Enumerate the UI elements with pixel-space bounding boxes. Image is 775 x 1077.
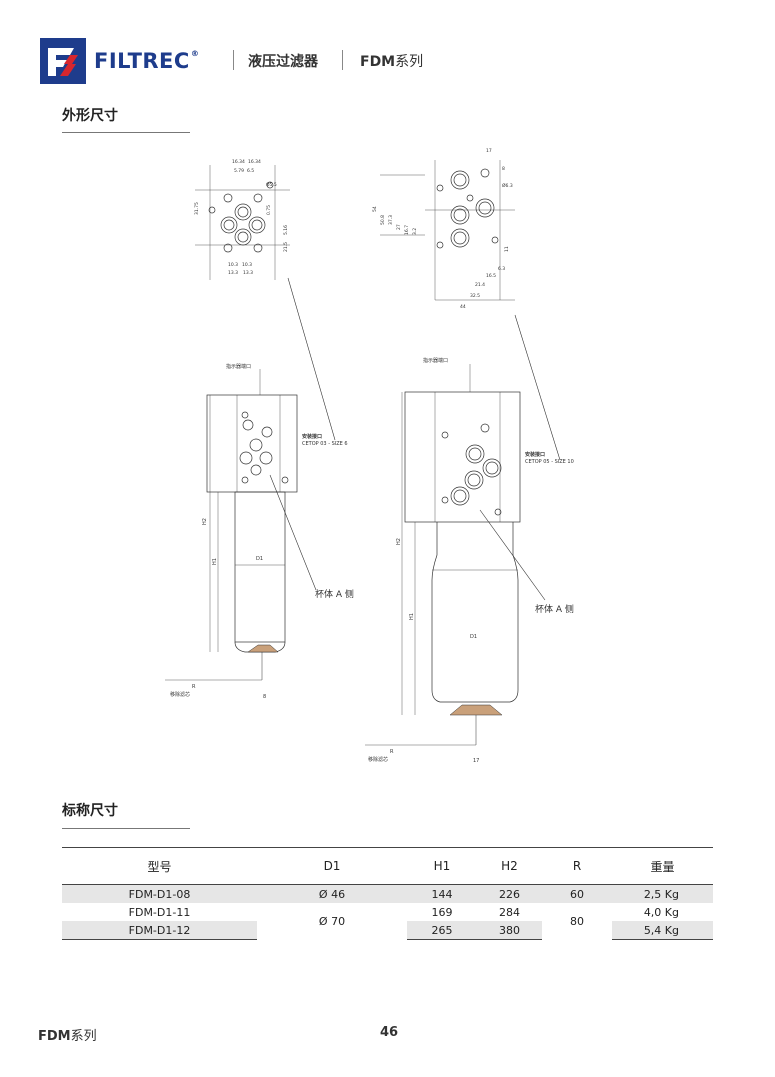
svg-text:8: 8 — [263, 694, 266, 700]
cell-model: FDM-D1-12 — [62, 921, 257, 940]
svg-text:17: 17 — [473, 758, 479, 764]
cell-h2: 226 — [477, 884, 542, 903]
col-h1: H1 — [407, 847, 477, 885]
svg-text:8: 8 — [502, 166, 505, 172]
col-weight: 重量 — [612, 847, 713, 885]
svg-text:6.5: 6.5 — [247, 168, 254, 174]
svg-text:11: 11 — [504, 246, 510, 252]
svg-text:安装接口: 安装接口 — [302, 433, 322, 440]
cell-weight: 4,0 Kg — [643, 905, 679, 919]
svg-text:安装接口: 安装接口 — [525, 451, 545, 458]
large-filter-body: 指示器端口 安装接口 CETOP 05 - SIZE 10 D1 H2 H1 R… — [365, 357, 574, 764]
brand-logo: FILTREC® — [40, 38, 199, 84]
svg-text:17: 17 — [486, 148, 492, 154]
svg-text:0.75: 0.75 — [266, 205, 272, 215]
cetop03-port-view: 16.34 16.34 5.79 6.5 Ø5.5 31.75 0.75 5.1… — [194, 159, 336, 441]
col-model: 型号 — [62, 847, 257, 885]
svg-text:指示器端口: 指示器端口 — [423, 357, 448, 364]
header-divider — [342, 50, 343, 70]
svg-text:16.7: 16.7 — [404, 225, 410, 235]
col-d1: D1 — [257, 847, 407, 885]
table-header-row: 型号 D1 H1 H2 R 重量 — [62, 847, 713, 885]
filtrec-logo-icon — [40, 38, 86, 84]
svg-text:13.3: 13.3 — [243, 270, 253, 276]
cell-r: 80 — [570, 914, 584, 928]
table-row: FDM-D1-12 265 380 5,4 Kg — [62, 921, 713, 940]
footer-series: FDM系列 — [38, 1029, 97, 1044]
svg-text:6.3: 6.3 — [498, 266, 505, 272]
page-number: 46 — [380, 1025, 399, 1040]
svg-text:杯体 A 侧: 杯体 A 侧 — [535, 603, 574, 615]
svg-text:27: 27 — [396, 224, 402, 230]
cell-h1: 144 — [407, 884, 477, 903]
section-rule — [62, 828, 190, 829]
nominal-dimensions-title: 标称尺寸 — [62, 803, 118, 819]
section-rule — [62, 132, 190, 133]
brand-name: FILTREC® — [94, 49, 200, 73]
svg-text:R: R — [390, 749, 394, 755]
dimensions-table: 型号 D1 H1 H2 R 重量 FDM-D1-08 Ø 46 144 226 … — [62, 847, 713, 940]
col-r: R — [542, 847, 612, 885]
svg-text:21.5: 21.5 — [283, 242, 289, 252]
header-series: FDM系列 — [360, 54, 424, 70]
svg-text:R: R — [192, 684, 196, 690]
svg-text:Ø5.5: Ø5.5 — [266, 181, 277, 188]
svg-text:H1: H1 — [212, 558, 218, 565]
cell-d1: Ø 70 — [318, 914, 346, 928]
cetop05-port-view: 17 8 Ø6.3 54 50.8 37.3 27 16.7 3.2 11 6.… — [372, 148, 561, 461]
table-row: FDM-D1-08 Ø 46 144 226 60 2,5 Kg — [62, 884, 713, 903]
svg-text:杯体 A 侧: 杯体 A 侧 — [315, 588, 354, 600]
svg-text:H1: H1 — [409, 613, 415, 620]
svg-text:10.3: 10.3 — [242, 262, 252, 268]
header-category: 液压过滤器 — [248, 54, 318, 70]
svg-text:10.3: 10.3 — [228, 262, 238, 268]
cell-h1: 169 — [431, 905, 453, 919]
svg-text:21.4: 21.4 — [475, 282, 485, 288]
svg-text:3.2: 3.2 — [412, 228, 418, 235]
svg-text:D1: D1 — [470, 634, 477, 640]
svg-text:H2: H2 — [396, 538, 402, 545]
cell-weight: 5,4 Kg — [612, 921, 713, 940]
header-divider — [233, 50, 234, 70]
technical-drawing: 16.34 16.34 5.79 6.5 Ø5.5 31.75 0.75 5.1… — [140, 140, 610, 780]
svg-text:移除滤芯: 移除滤芯 — [170, 691, 190, 698]
svg-text:D1: D1 — [256, 556, 263, 562]
svg-text:移除滤芯: 移除滤芯 — [368, 756, 388, 763]
svg-text:37.3: 37.3 — [388, 215, 394, 225]
svg-text:5.16: 5.16 — [283, 225, 289, 235]
svg-text:指示器端口: 指示器端口 — [226, 363, 251, 370]
dimensions-title: 外形尺寸 — [62, 108, 118, 124]
svg-text:CETOP 03 - SIZE 6: CETOP 03 - SIZE 6 — [302, 441, 348, 447]
svg-text:54: 54 — [372, 206, 378, 212]
cell-model: FDM-D1-11 — [128, 905, 191, 919]
table-row: FDM-D1-11 Ø 70 169 284 80 4,0 Kg — [62, 903, 713, 928]
cell-model: FDM-D1-08 — [62, 884, 257, 903]
col-h2: H2 — [477, 847, 542, 885]
cell-h2: 284 — [499, 905, 520, 919]
svg-text:16.5: 16.5 — [486, 273, 496, 279]
svg-text:H2: H2 — [202, 518, 208, 525]
svg-text:50.8: 50.8 — [380, 215, 386, 225]
cell-weight: 2,5 Kg — [612, 884, 713, 903]
svg-text:16.34: 16.34 — [232, 159, 245, 165]
svg-text:13.3: 13.3 — [228, 270, 238, 276]
cell-h2: 380 — [477, 921, 542, 940]
small-filter-body: 指示器端口 安装接口 CETOP 03 - SIZE 6 D1 H2 H1 R … — [165, 363, 354, 700]
svg-text:5.79: 5.79 — [234, 168, 244, 174]
svg-text:44: 44 — [460, 304, 466, 310]
svg-text:31.75: 31.75 — [194, 202, 200, 215]
svg-text:32.5: 32.5 — [470, 293, 480, 299]
cell-d1: Ø 46 — [257, 884, 407, 903]
svg-text:CETOP 05 - SIZE 10: CETOP 05 - SIZE 10 — [525, 459, 574, 465]
svg-text:16.34: 16.34 — [248, 159, 261, 165]
cell-r: 60 — [542, 884, 612, 903]
svg-text:Ø6.3: Ø6.3 — [502, 182, 513, 189]
cell-h1: 265 — [407, 921, 477, 940]
